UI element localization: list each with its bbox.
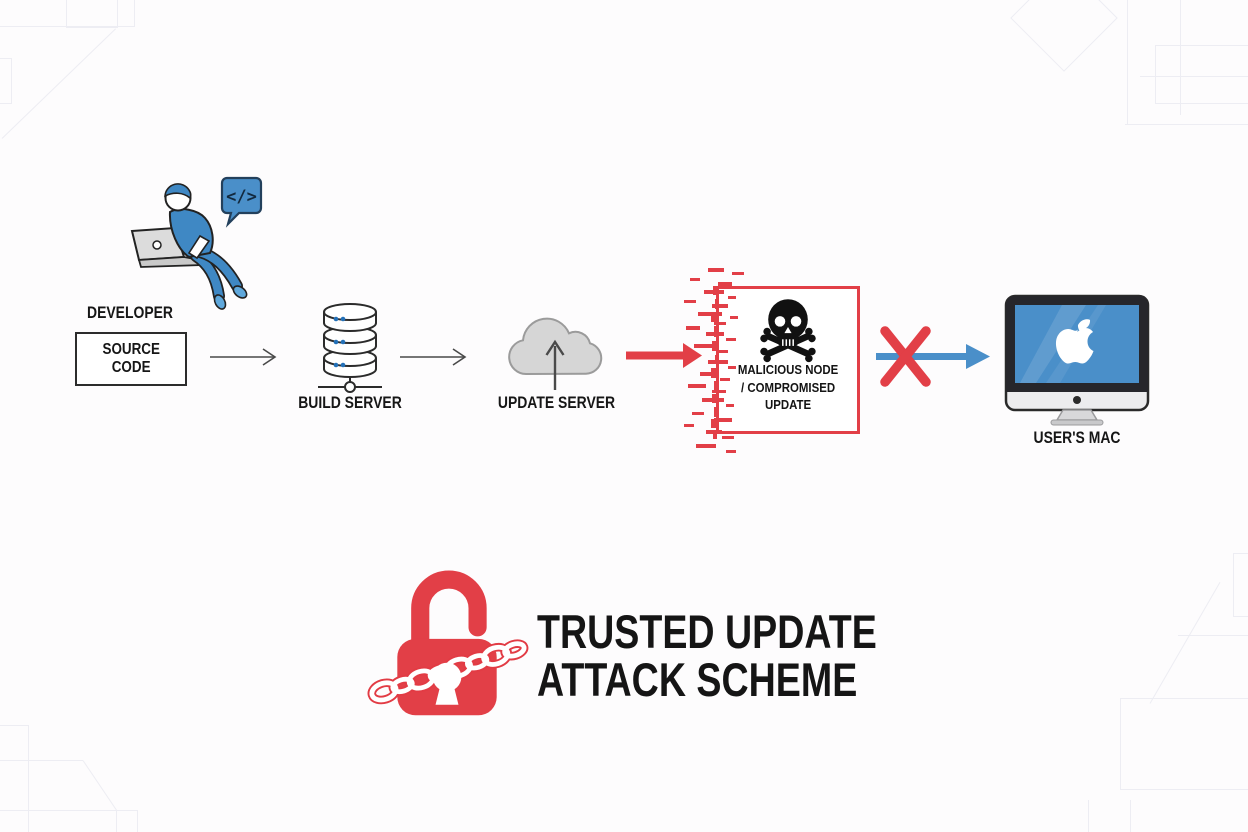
background-pattern bbox=[66, 0, 118, 28]
background-pattern bbox=[1180, 0, 1181, 115]
laptop-icon bbox=[130, 226, 204, 268]
background-pattern bbox=[1, 28, 117, 139]
glitch-effect bbox=[680, 268, 744, 453]
background-pattern bbox=[0, 58, 12, 104]
build-server-label: BUILD SERVER bbox=[298, 393, 402, 412]
background-pattern bbox=[1140, 76, 1248, 77]
update-server-label: UPDATE SERVER bbox=[497, 393, 616, 412]
title-line1: TRUSTED UPDATE bbox=[537, 605, 877, 658]
background-pattern bbox=[1130, 800, 1131, 832]
background-pattern bbox=[0, 725, 28, 726]
skull-crossbones-icon bbox=[760, 299, 816, 363]
background-pattern bbox=[1010, 0, 1118, 72]
source-code-line1: SOURCE bbox=[102, 340, 160, 358]
background-pattern bbox=[1233, 553, 1248, 617]
imac-icon bbox=[1004, 294, 1150, 426]
apple-logo-icon bbox=[1055, 319, 1094, 364]
malicious-line3: UPDATE bbox=[764, 397, 812, 413]
blocked-x-icon bbox=[880, 326, 931, 387]
background-pattern bbox=[82, 760, 117, 811]
padlock-chain-icon bbox=[367, 570, 529, 716]
source-code-line2: CODE bbox=[111, 359, 151, 376]
background-pattern bbox=[1155, 45, 1248, 104]
background-pattern bbox=[1149, 582, 1221, 704]
background-pattern bbox=[137, 810, 138, 832]
malicious-line2: / COMPROMISED bbox=[740, 379, 836, 395]
background-pattern bbox=[0, 760, 83, 761]
malicious-line1: MALICIOUS NODE bbox=[737, 362, 839, 377]
background-pattern bbox=[116, 810, 117, 832]
background-pattern bbox=[0, 810, 137, 811]
code-glyph: </> bbox=[226, 187, 257, 207]
flow-arrow-icon bbox=[210, 348, 277, 366]
blocked-arrow bbox=[876, 326, 990, 387]
malicious-node-label: MALICIOUS NODE / COMPROMISED UPDATE bbox=[738, 361, 838, 414]
background-pattern bbox=[1178, 635, 1248, 636]
developer-label: DEVELOPER bbox=[87, 303, 173, 322]
flow-arrow-blue-icon bbox=[876, 344, 990, 369]
attack-arrow-icon bbox=[626, 343, 702, 368]
background-pattern bbox=[0, 0, 135, 27]
background-pattern bbox=[1125, 124, 1248, 125]
background-pattern bbox=[1088, 800, 1089, 832]
background-pattern bbox=[28, 725, 29, 832]
code-bubble-icon: </> bbox=[220, 176, 263, 228]
developer-figure bbox=[164, 183, 248, 310]
background-pattern bbox=[1127, 0, 1128, 125]
developer-illustration: </> bbox=[130, 176, 263, 310]
page-title: TRUSTED UPDATE ATTACK SCHEME bbox=[537, 608, 962, 704]
users-mac-label: USER'S MAC bbox=[1033, 428, 1121, 447]
flow-arrow-icon bbox=[400, 348, 467, 366]
background-pattern bbox=[1120, 698, 1248, 790]
source-code-box: SOURCE CODE bbox=[75, 332, 187, 386]
cloud-icon bbox=[508, 317, 603, 390]
database-icon bbox=[318, 303, 382, 393]
title-line2: ATTACK SCHEME bbox=[537, 653, 858, 706]
